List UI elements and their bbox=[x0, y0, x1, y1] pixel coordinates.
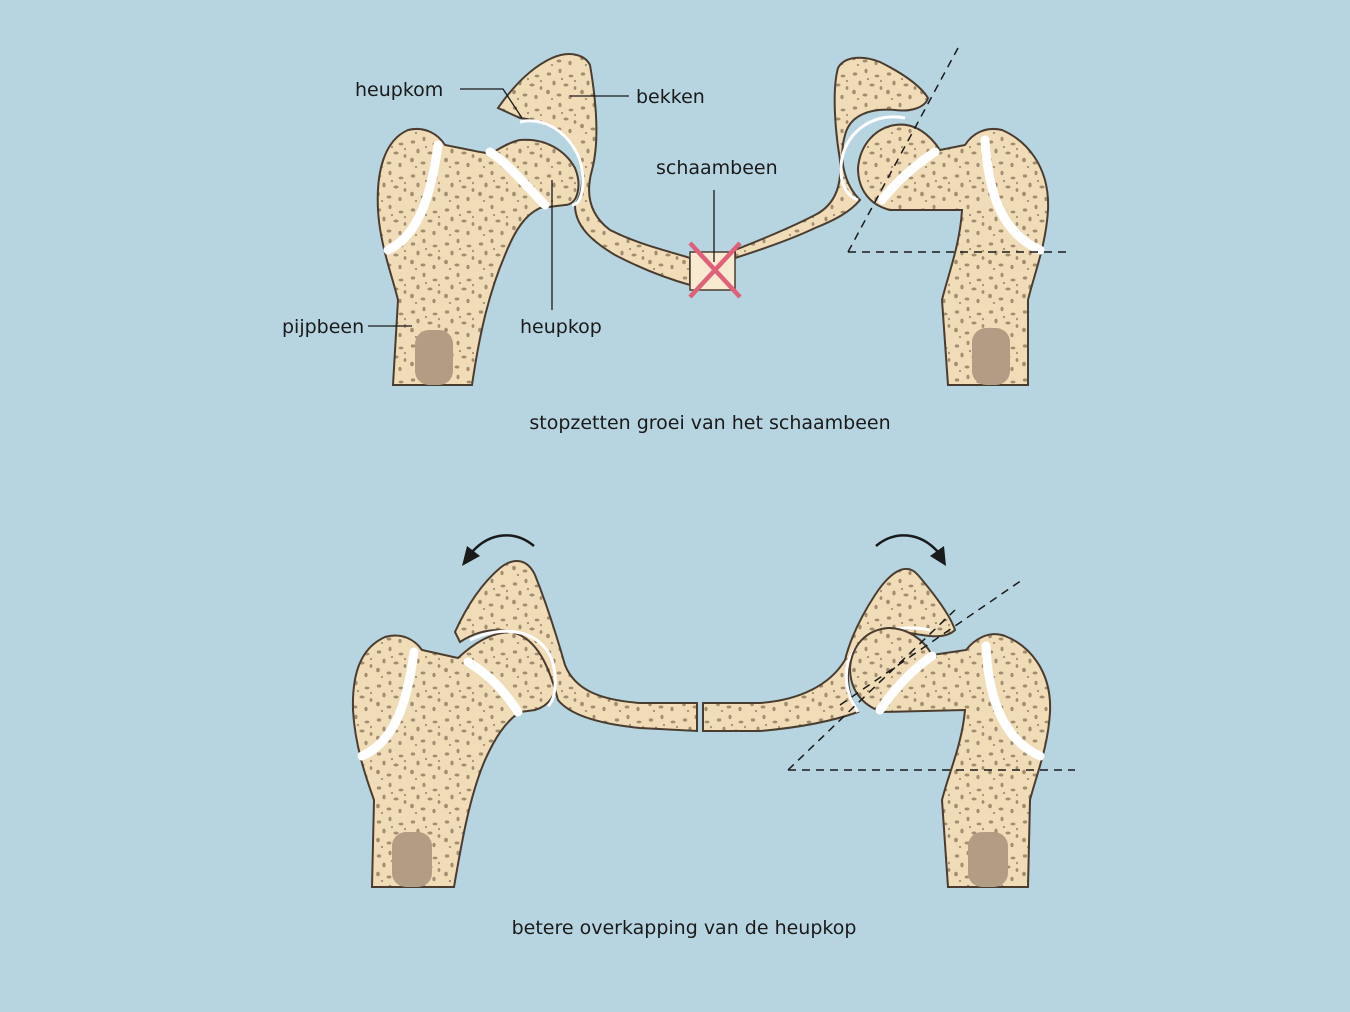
caption-bottom: betere overkapping van de heupkop bbox=[512, 917, 857, 939]
growth-plate bbox=[981, 641, 1045, 761]
right-femur-bottom bbox=[848, 626, 1052, 888]
growth-plate bbox=[463, 657, 523, 717]
label-heupkop: heupkop bbox=[520, 316, 602, 338]
left-femur-bottom bbox=[351, 630, 558, 888]
growth-plate bbox=[383, 140, 443, 255]
rotate-left-arrow-icon bbox=[462, 534, 535, 566]
leader-heupkom bbox=[460, 88, 523, 119]
label-schaambeen: schaambeen bbox=[656, 157, 778, 179]
marrow bbox=[968, 832, 1008, 887]
right-femur-top bbox=[856, 123, 1050, 386]
caption-top: stopzetten groei van het schaambeen bbox=[529, 412, 890, 434]
coverage-angle-line bbox=[787, 609, 956, 771]
growth-plate bbox=[357, 647, 419, 761]
growth-plate bbox=[485, 147, 550, 210]
growth-plate bbox=[875, 651, 937, 715]
label-heupkom: heupkom bbox=[355, 79, 443, 101]
pelvis-bottom bbox=[453, 559, 957, 733]
top-diagram: heupkom bekken schaambeen pijpbeen heupk… bbox=[282, 47, 1070, 434]
marrow bbox=[972, 328, 1010, 385]
marrow bbox=[415, 330, 453, 385]
coverage-angle-line bbox=[847, 47, 959, 253]
pelvis-top bbox=[496, 53, 930, 291]
bottom-diagram: betere overkapping van de heupkop bbox=[351, 534, 1075, 939]
coverage-angle-line bbox=[839, 579, 1023, 706]
left-femur-top bbox=[376, 128, 580, 386]
rotate-right-arrow-icon bbox=[875, 534, 946, 566]
label-bekken: bekken bbox=[636, 86, 705, 108]
stop-cross-icon bbox=[688, 241, 742, 299]
growth-plate bbox=[980, 135, 1045, 255]
marrow bbox=[392, 832, 432, 887]
growth-plate bbox=[877, 147, 940, 205]
label-pijpbeen: pijpbeen bbox=[282, 316, 364, 338]
